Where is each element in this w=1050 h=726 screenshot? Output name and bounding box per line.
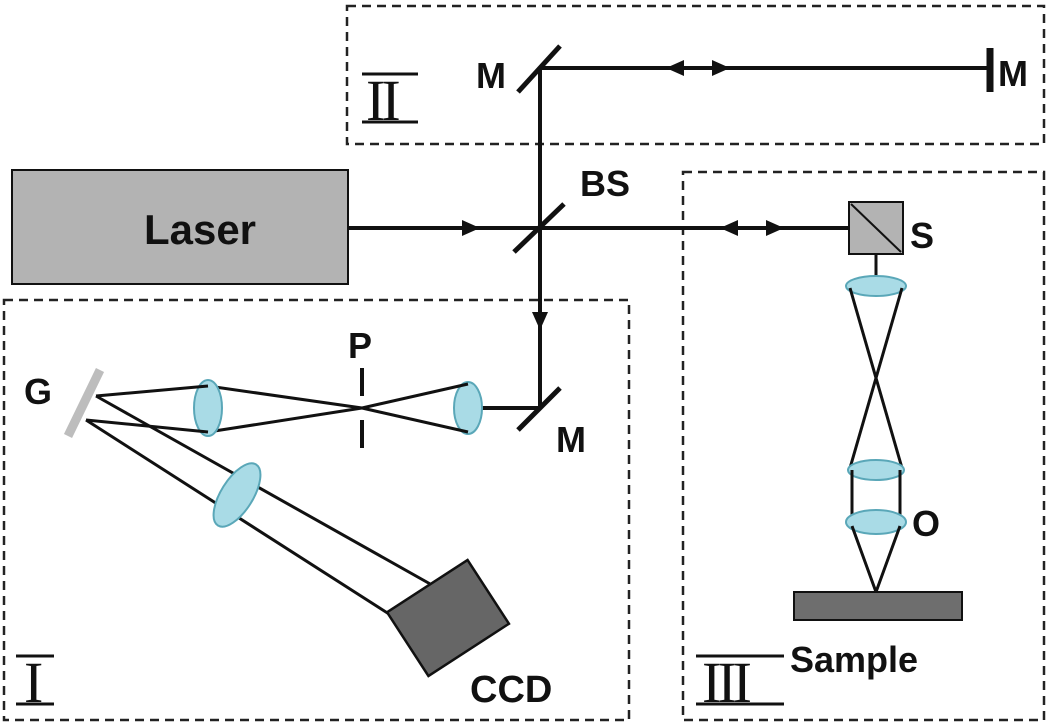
ccd-detector (385, 558, 511, 678)
mirror-top (516, 44, 562, 94)
ray-left-lower (207, 406, 363, 434)
region-1-label: I (24, 650, 43, 715)
grating (63, 368, 105, 438)
mirror-bottom-label: M (556, 419, 586, 460)
ray-right-lower (361, 406, 469, 434)
ray-right-upper (361, 382, 469, 410)
arrow-right-top (712, 60, 730, 76)
arrow-left-sample (720, 220, 738, 236)
cube-label: S (910, 215, 934, 256)
mirror-top-label: M (476, 55, 506, 96)
beam-splitter-label: BS (580, 163, 630, 204)
arrow-right-laser (462, 220, 480, 236)
objective-lens (845, 509, 907, 535)
arrow-down (532, 312, 548, 330)
ray-grating-upper (95, 384, 209, 398)
sample-block (793, 591, 963, 621)
mirror-right-label: M (998, 53, 1028, 94)
region-2-box (345, 4, 1046, 146)
arrow-right-sample (766, 220, 784, 236)
lens-ccd (212, 462, 262, 528)
pinhole-label: P (348, 325, 372, 366)
ccd-label: CCD (470, 669, 552, 711)
lens-sample-mid (847, 459, 905, 481)
ray-ccd-upper (95, 394, 449, 596)
laser-box (11, 169, 349, 285)
mirror-bottom (516, 386, 562, 432)
sample-label: Sample (790, 639, 918, 680)
lens-left (193, 379, 223, 437)
laser-label: Laser (144, 206, 256, 253)
arrow-left-top (666, 60, 684, 76)
lens-right (453, 381, 483, 435)
objective-label: O (912, 503, 940, 544)
region-3-box (681, 170, 1046, 722)
grating-label: G (24, 371, 52, 412)
lens-sample-top (845, 275, 907, 297)
beam-splitter (512, 202, 566, 254)
cube-diagonal (850, 203, 902, 253)
ray-focus-right (874, 525, 902, 593)
region-1-box (2, 298, 631, 722)
ray-focus-left (850, 525, 878, 593)
ray-left-upper (207, 384, 363, 410)
ray-cross-2 (848, 287, 904, 469)
ray-ccd-lower (85, 418, 415, 632)
